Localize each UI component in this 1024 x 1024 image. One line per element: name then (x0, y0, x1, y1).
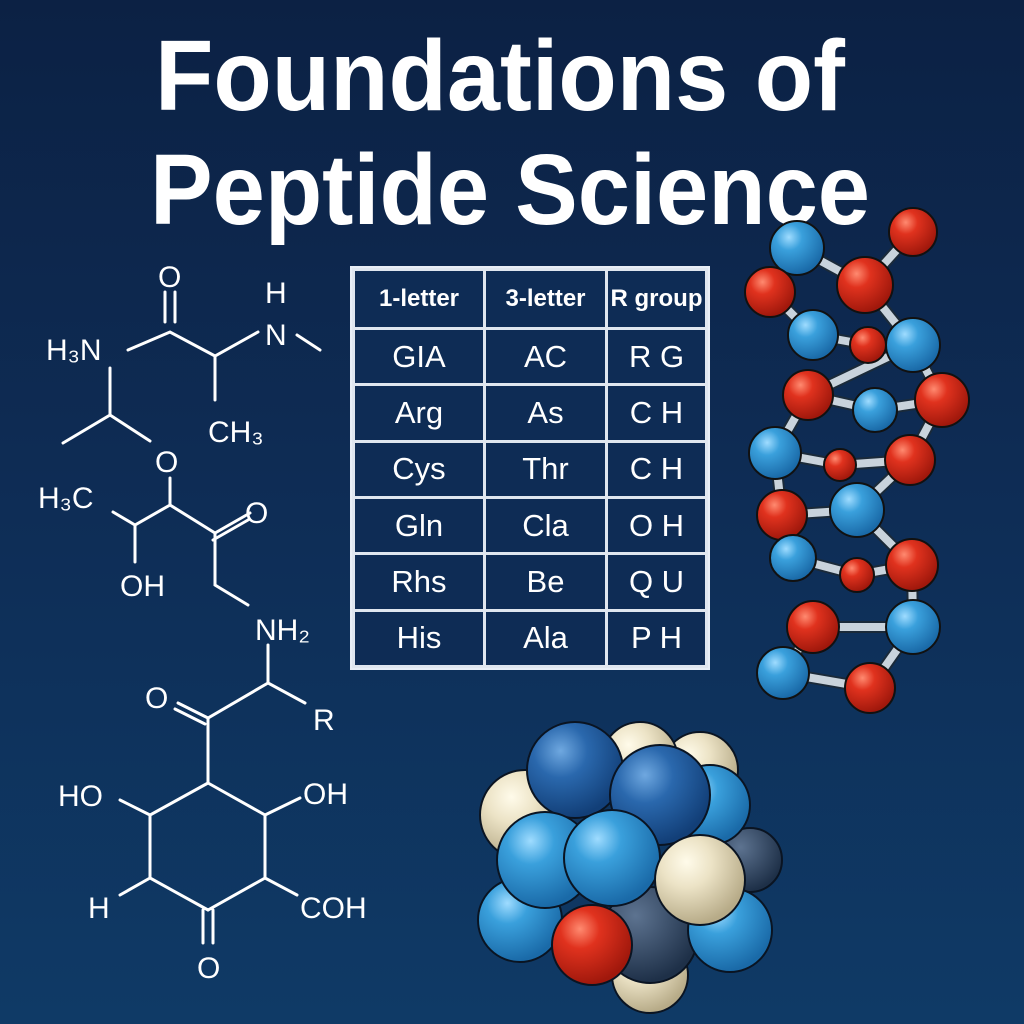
atom-dark-blue (526, 721, 624, 819)
atom-blue (787, 309, 839, 361)
table-cell: Q U (608, 555, 705, 609)
atom-red (844, 662, 896, 714)
table-cell: Arg (355, 386, 483, 440)
space-filling-model (477, 721, 783, 1014)
table-cell: As (486, 386, 605, 440)
table-header: 1-letter (355, 271, 483, 327)
label-h3n: H₃N (46, 334, 102, 367)
ball-and-stick-helix (744, 207, 970, 714)
label-ho-ring: HO (58, 780, 103, 813)
atom-red (744, 266, 796, 318)
atom-blue (769, 534, 817, 582)
label-o-top: O (158, 261, 181, 294)
table-cell: C H (608, 442, 705, 496)
atom-blue (829, 482, 885, 538)
label-h-ring: H (88, 892, 110, 925)
table-cell: Cla (486, 498, 605, 553)
label-h3c: H₃C (38, 482, 94, 515)
table-header: 3-letter (486, 271, 605, 327)
title-line-1: Foundations of (155, 20, 846, 132)
table-cell: O H (608, 498, 705, 553)
label-nh2: NH₂ (255, 614, 310, 647)
label-h-top: H (265, 277, 287, 310)
atom-blue (885, 599, 941, 655)
table-cell: C H (608, 386, 705, 440)
table-cell: Cys (355, 442, 483, 496)
atom-red (885, 538, 939, 592)
table-header: R group (608, 271, 705, 327)
label-coh-ring: COH (300, 892, 367, 925)
label-n-top: N (265, 319, 287, 352)
atom-blue (769, 220, 825, 276)
label-r: R (313, 704, 335, 737)
structure-labels: O H N H₃N CH₃ O H₃C O OH NH₂ O R HO OH H… (38, 261, 367, 985)
table-cell: Rhs (355, 555, 483, 609)
atom-blue (885, 317, 941, 373)
atom-red (823, 448, 857, 482)
table-cell: GIA (355, 330, 483, 384)
atom-red (914, 372, 970, 428)
atom-red (849, 326, 887, 364)
table-cell: Ala (486, 611, 605, 665)
label-o-mid: O (155, 446, 178, 479)
table-cell: P H (608, 611, 705, 665)
label-ch3: CH₃ (208, 416, 264, 449)
structural-formula (61, 290, 322, 945)
atom-red (839, 557, 875, 593)
label-o-ring: O (197, 952, 220, 985)
label-o-acyl: O (145, 682, 168, 715)
atom-red (756, 489, 808, 541)
atom-red (551, 904, 633, 986)
label-oh-ring: OH (303, 778, 348, 811)
label-o-keto: O (245, 497, 268, 530)
table-cell: Be (486, 555, 605, 609)
table-cell: Thr (486, 442, 605, 496)
atom-red (888, 207, 938, 257)
atom-blue (563, 809, 661, 907)
atom-blue (748, 426, 802, 480)
atom-blue (756, 646, 810, 700)
atom-red (786, 600, 840, 654)
table-cell: His (355, 611, 483, 665)
atom-cream (654, 834, 746, 926)
bonds (61, 290, 322, 945)
atom-red (836, 256, 894, 314)
atom-blue (852, 387, 898, 433)
title-line-2: Peptide Science (150, 134, 870, 246)
label-oh-left: OH (120, 570, 165, 603)
atom-red (884, 434, 936, 486)
atom-red (782, 369, 834, 421)
table-cell: R G (608, 330, 705, 384)
table-cell: AC (486, 330, 605, 384)
amino-acid-table: 1-letter 3-letter R group GIA AC R G Arg… (350, 266, 710, 670)
table-cell: Gln (355, 498, 483, 553)
